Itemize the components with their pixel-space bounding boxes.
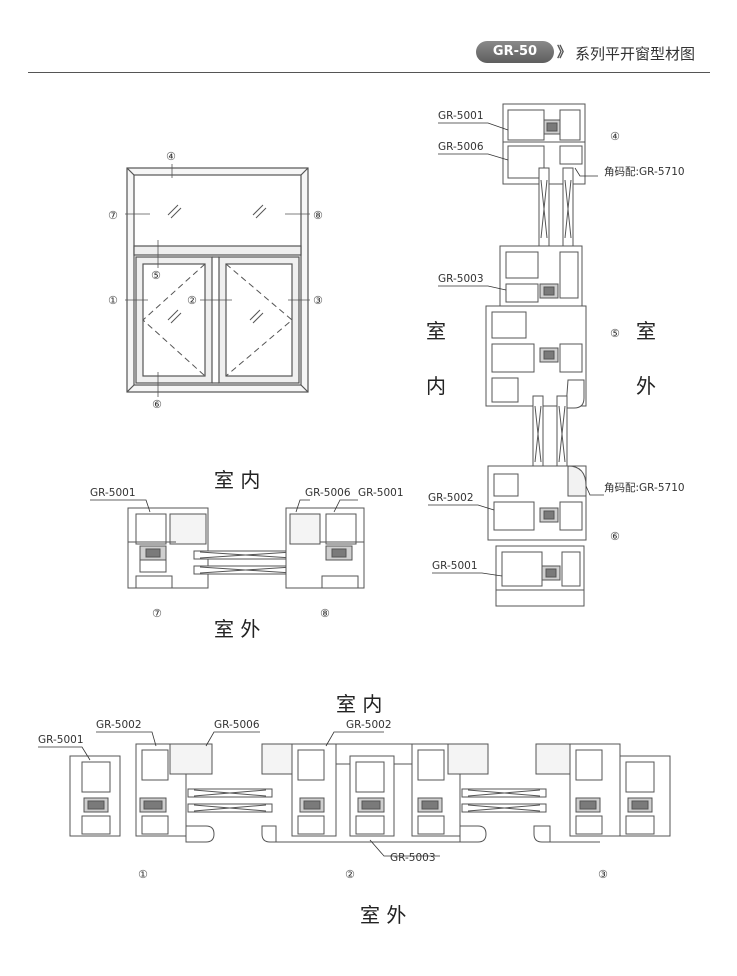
- middle-indoor-label: 室 内: [214, 468, 260, 492]
- middle-section-profiles: [127, 507, 365, 589]
- label-gr5001-left: GR-5001: [90, 487, 136, 499]
- bottom-section-profiles: [69, 743, 671, 843]
- marker-3: ③: [313, 294, 323, 307]
- marker-4: ④: [166, 150, 176, 163]
- label-gr5003: GR-5003: [390, 852, 436, 864]
- middle-section-labels: 室 内 室 外 GR-5001 GR-5006 GR-5001 ⑦ ⑧: [90, 468, 404, 641]
- vertical-section-profiles: [485, 103, 587, 607]
- marker-7: ⑦: [108, 209, 118, 222]
- label-gr5002: GR-5002: [428, 492, 474, 504]
- page-title: 系列平开窗型材图: [575, 45, 696, 63]
- label-gr5002-mid: GR-5002: [346, 719, 392, 731]
- elevation-markers: ④ ⑦ ⑧ ⑤ ① ② ③ ⑥: [108, 150, 323, 411]
- label-gr5001-top: GR-5001: [438, 110, 484, 122]
- series-badge: GR-50: [476, 41, 554, 63]
- bottom-section-leaders: [38, 731, 440, 857]
- indoor-label-char-1: 室: [426, 319, 446, 343]
- window-elevation: [125, 164, 310, 397]
- vertical-section-leaders: [428, 122, 604, 577]
- label-gr5006: GR-5006: [214, 719, 260, 731]
- label-corner-bottom: 角码配:GR-5710: [604, 482, 685, 494]
- marker-3-section: ③: [598, 868, 608, 881]
- marker-4-section: ④: [610, 130, 620, 143]
- marker-1-section: ①: [138, 868, 148, 881]
- marker-2-section: ②: [345, 868, 355, 881]
- middle-section-leaders: [90, 499, 358, 513]
- marker-7-section: ⑦: [152, 607, 162, 620]
- label-gr5001-bottom: GR-5001: [432, 560, 478, 572]
- label-gr5001: GR-5001: [38, 734, 84, 746]
- chevron-right-icon: 》: [557, 45, 571, 61]
- marker-6: ⑥: [152, 398, 162, 411]
- label-gr5006: GR-5006: [438, 141, 484, 153]
- marker-6-section: ⑥: [610, 530, 620, 543]
- bottom-section-labels: 室 内 室 外 GR-5001 GR-5002 GR-5006 GR-5002 …: [38, 692, 608, 927]
- label-gr5001-right: GR-5001: [358, 487, 404, 499]
- marker-5-section: ⑤: [610, 327, 620, 340]
- indoor-label-char-2: 内: [426, 374, 446, 398]
- vertical-section-labels: GR-5001 GR-5006 GR-5003 GR-5002 GR-5001 …: [426, 110, 685, 572]
- marker-2: ②: [187, 294, 197, 307]
- marker-1: ①: [108, 294, 118, 307]
- header-divider: [28, 72, 710, 73]
- middle-outdoor-label: 室 外: [214, 617, 260, 641]
- label-gr5003: GR-5003: [438, 273, 484, 285]
- bottom-outdoor-label: 室 外: [360, 903, 406, 927]
- outdoor-label-char-1: 室: [636, 319, 656, 343]
- marker-8: ⑧: [313, 209, 323, 222]
- label-gr5006-right: GR-5006: [305, 487, 351, 499]
- label-gr5002-left: GR-5002: [96, 719, 142, 731]
- marker-8-section: ⑧: [320, 607, 330, 620]
- marker-5: ⑤: [151, 269, 161, 282]
- label-corner-top: 角码配:GR-5710: [604, 166, 685, 178]
- outdoor-label-char-2: 外: [636, 374, 656, 398]
- bottom-indoor-label: 室 内: [336, 692, 382, 716]
